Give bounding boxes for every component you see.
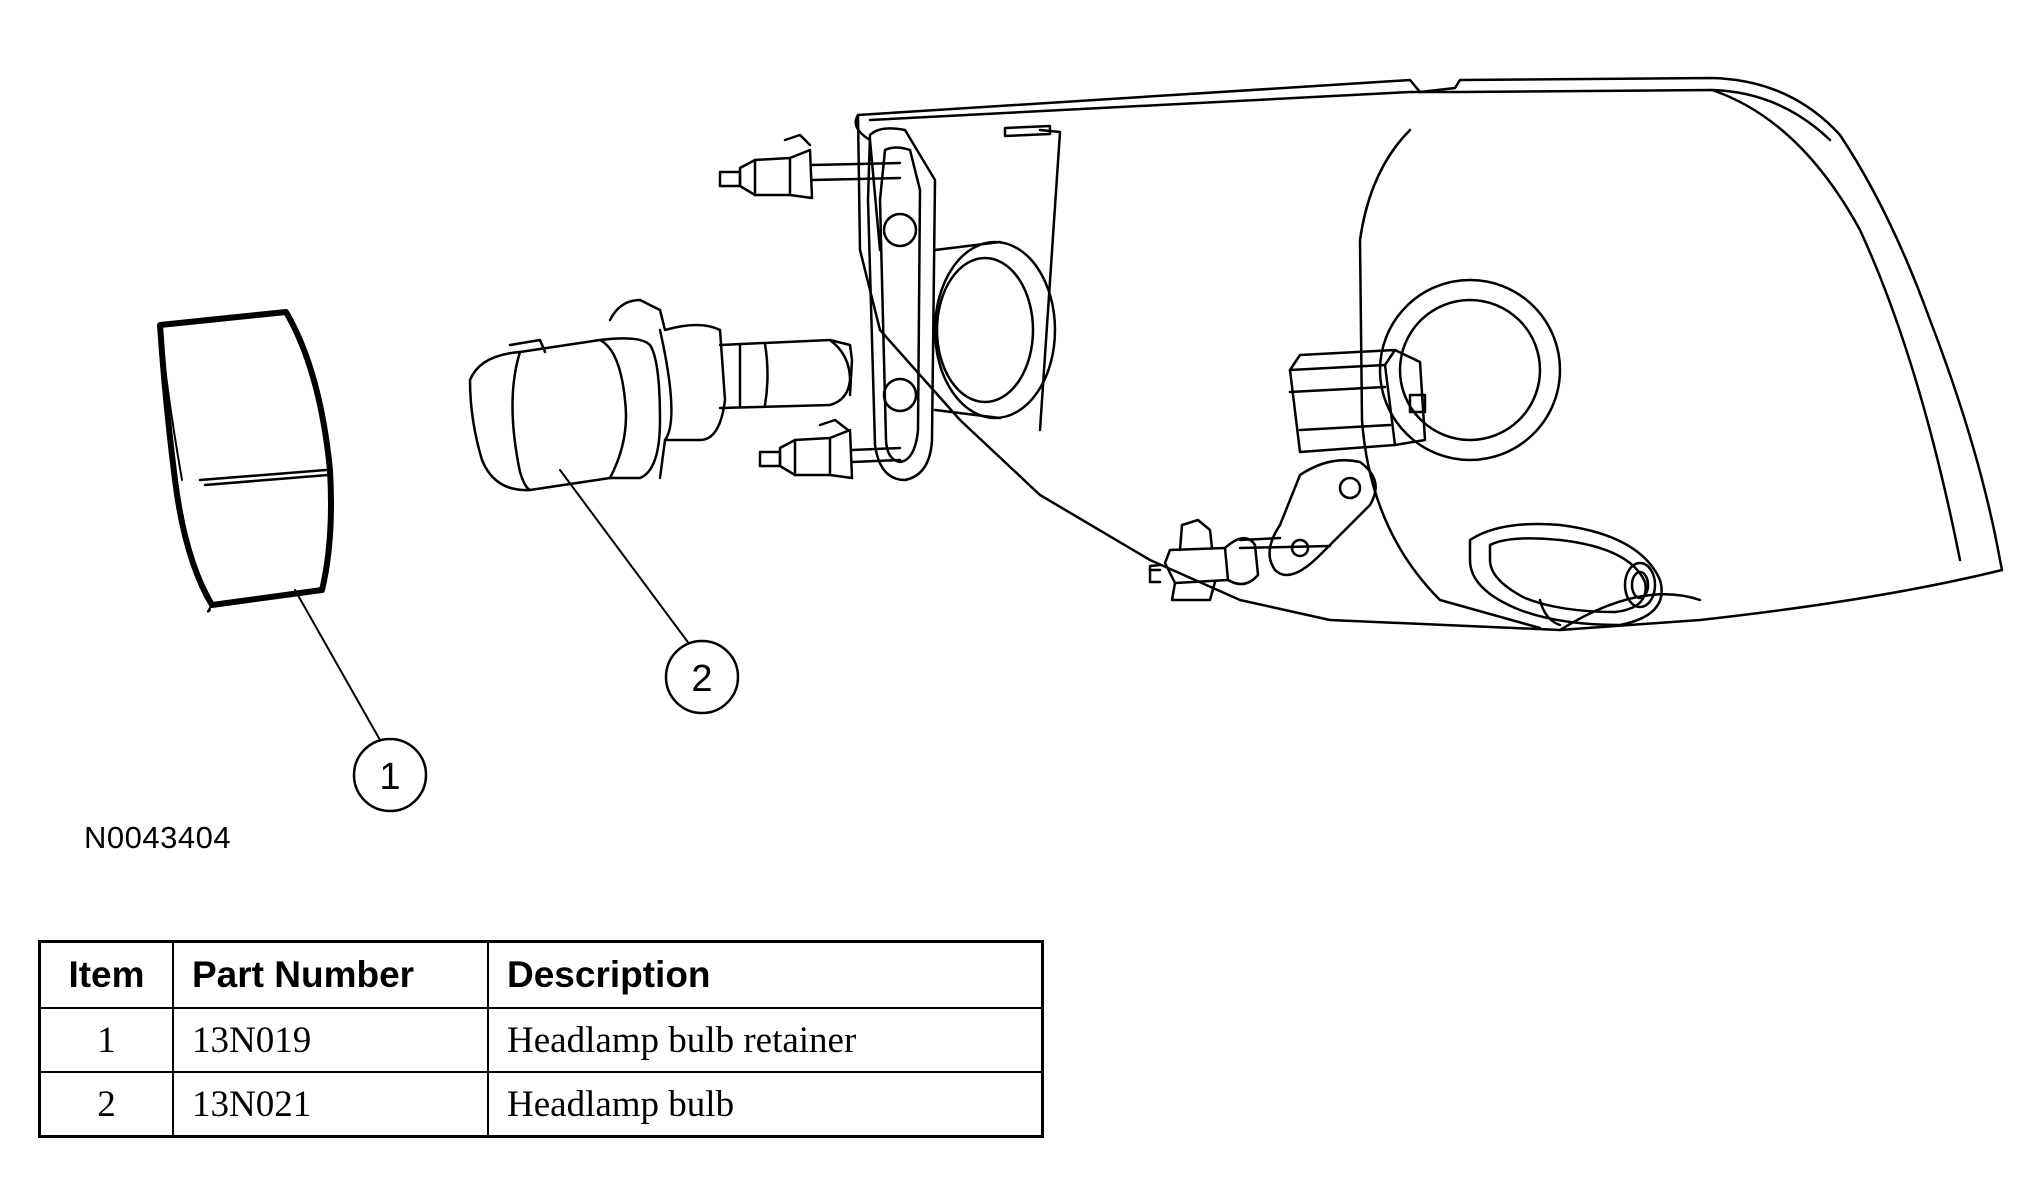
callout-2-number: 2 (691, 658, 712, 700)
callout-1-number: 1 (379, 756, 400, 798)
parts-table: Item Part Number Description 1 13N019 He… (38, 940, 1044, 1138)
cell-item: 1 (38, 1007, 174, 1073)
header-item: Item (38, 940, 174, 1009)
leader-lines (294, 469, 691, 741)
adjuster-screws (718, 133, 902, 480)
bulb-retainer (157, 309, 334, 613)
cell-part-number: 13N019 (172, 1007, 489, 1073)
mounting-frame (866, 127, 1057, 482)
cell-description: Headlamp bulb retainer (487, 1007, 1044, 1073)
cell-part-number: 13N021 (172, 1071, 489, 1138)
table-header-row: Item Part Number Description (38, 940, 1044, 1009)
headlamp-housing (854, 76, 2004, 632)
cell-item: 2 (38, 1071, 174, 1138)
table-row: 2 13N021 Headlamp bulb (38, 1071, 1044, 1138)
callout-1: 1 (352, 737, 428, 813)
adjuster-bracket (1148, 458, 1377, 602)
header-part-number: Part Number (172, 940, 489, 1009)
figure-id: N0043404 (84, 820, 232, 855)
callout-2: 2 (664, 639, 740, 715)
cell-description: Headlamp bulb (487, 1071, 1044, 1138)
table-row: 1 13N019 Headlamp bulb retainer (38, 1007, 1044, 1073)
header-description: Description (487, 940, 1044, 1009)
headlamp-bulb (468, 298, 854, 492)
